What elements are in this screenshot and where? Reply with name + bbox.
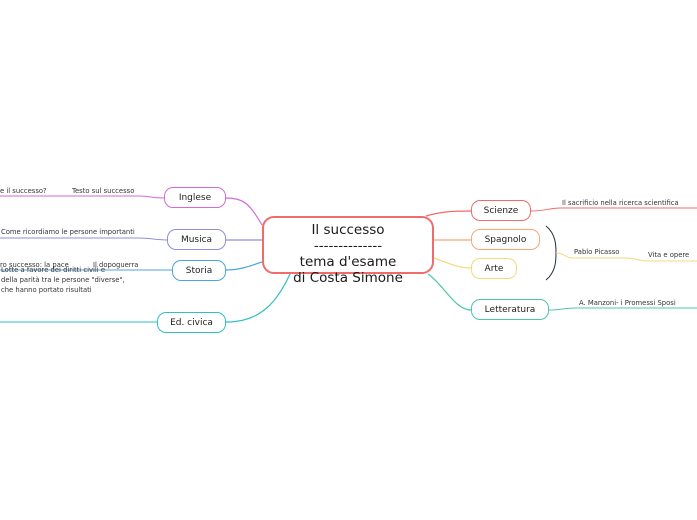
leaf-edcivica-line-1[interactable]: Lotte a favore dei diritti civili e	[1, 266, 106, 274]
branch-edcivica-label: Ed. civica	[170, 317, 213, 328]
branch-edcivica[interactable]: Ed. civica	[157, 312, 226, 333]
leaf-inglese-question[interactable]: e il successo?	[0, 187, 47, 195]
branch-inglese[interactable]: Inglese	[164, 187, 226, 208]
connector-scienze	[425, 210, 472, 217]
connector-musica-leaf	[0, 237, 168, 241]
branch-letteratura-label: Letteratura	[484, 304, 536, 315]
connector-bracket-picasso	[555, 252, 626, 259]
leaf-scienze-topic[interactable]: Il sacrificio nella ricerca scientifica	[562, 199, 679, 207]
branch-spagnolo[interactable]: Spagnolo	[471, 229, 540, 250]
branch-storia[interactable]: Storia	[172, 260, 226, 281]
central-topic[interactable]: Il successo -------------- tema d'esame …	[262, 216, 434, 286]
leaf-arte-works[interactable]: Vita e opere	[648, 251, 690, 259]
leaf-inglese-text[interactable]: Testo sul successo	[72, 187, 135, 195]
connector-edcivica	[225, 273, 291, 323]
connector-inglese	[225, 197, 263, 226]
branch-musica[interactable]: Musica	[167, 229, 226, 250]
connector-picasso-opere	[625, 257, 697, 262]
central-title: Il successo	[311, 222, 385, 238]
connector-letteratura	[427, 273, 472, 311]
leaf-storia-postwar[interactable]: Il dopoguerra	[93, 261, 139, 269]
summary-bracket	[545, 225, 557, 281]
branch-arte-label: Arte	[484, 263, 504, 274]
branch-arte[interactable]: Arte	[471, 258, 517, 279]
branch-inglese-label: Inglese	[178, 192, 212, 203]
connector-storia	[225, 261, 263, 271]
leaf-arte-picasso[interactable]: Pablo Picasso	[574, 248, 620, 256]
branch-scienze[interactable]: Scienze	[471, 200, 531, 221]
connector-letteratura-leaf	[548, 307, 697, 311]
connector-arte	[433, 257, 472, 269]
branch-storia-label: Storia	[185, 265, 213, 276]
central-subtitle-2: di Costa Simone	[293, 270, 403, 286]
branch-letteratura[interactable]: Letteratura	[471, 299, 549, 320]
central-subtitle-1: tema d'esame	[299, 254, 397, 270]
leaf-letteratura-topic[interactable]: A. Manzoni- i Promessi Sposi	[579, 299, 676, 307]
branch-spagnolo-label: Spagnolo	[484, 234, 527, 245]
leaf-edcivica-line-3: che hanno portato risultati	[1, 286, 92, 294]
central-separator: --------------	[313, 238, 383, 254]
branch-scienze-label: Scienze	[483, 205, 519, 216]
leaf-edcivica-line-2: della parità tra le persone "diverse",	[1, 276, 125, 284]
leaf-musica-topic[interactable]: Come ricordiamo le persone importanti	[1, 228, 135, 236]
leaf-storia-peace[interactable]: ro successo: la pace	[0, 261, 69, 269]
connector-inglese-leaf	[0, 195, 165, 199]
branch-musica-label: Musica	[180, 234, 213, 245]
connector-scienze-leaf	[530, 207, 697, 212]
